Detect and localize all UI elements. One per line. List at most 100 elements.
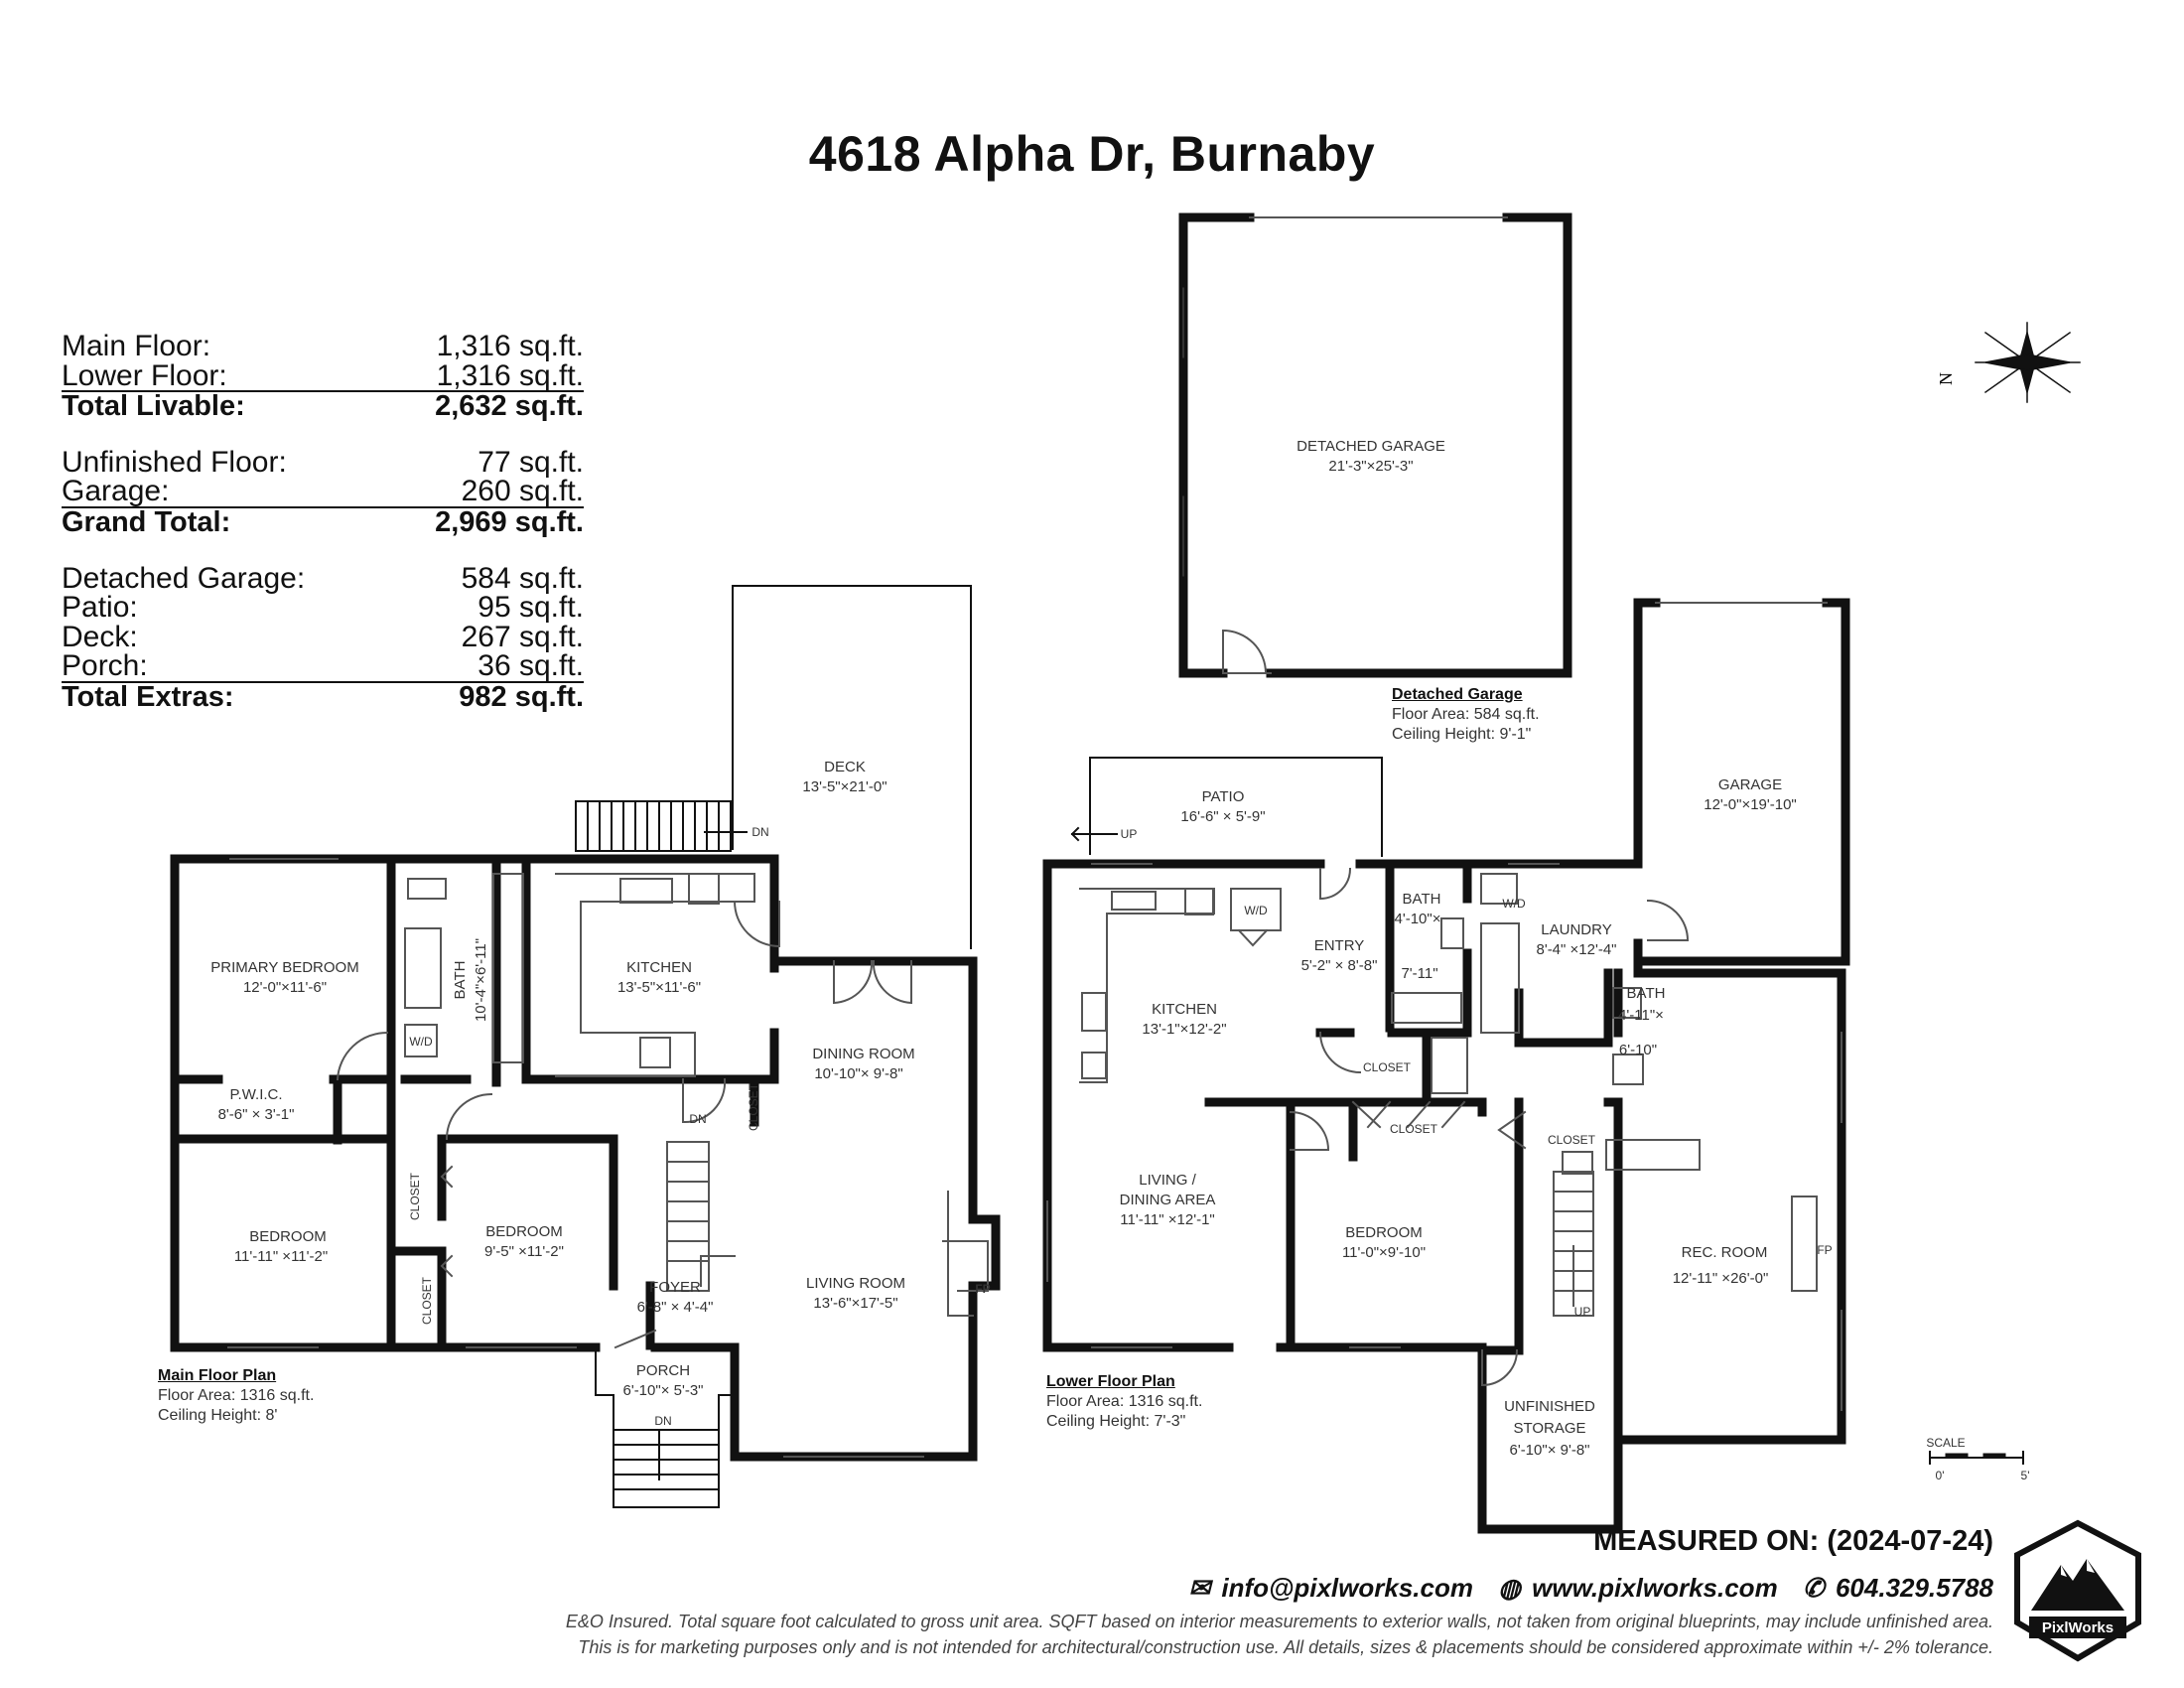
room-dim-kitchen-main: 13'-5"×11'-6" bbox=[617, 979, 701, 996]
area-row: Lower Floor: 1,316 sq.ft. bbox=[62, 358, 584, 393]
door-swing bbox=[1646, 899, 1690, 941]
door-swing bbox=[733, 900, 780, 948]
door-swing bbox=[445, 1092, 493, 1141]
room-dim-bath-lower-1b: 7'-11" bbox=[1401, 965, 1437, 982]
vanity-icon bbox=[492, 873, 524, 1063]
fridge-icon bbox=[1081, 1052, 1107, 1079]
wd-label: W/D bbox=[409, 1035, 433, 1049]
room-name-kitchen-lower: KITCHEN bbox=[1152, 1001, 1217, 1018]
fp-label: FP bbox=[975, 1282, 990, 1296]
phone-icon: ✆ bbox=[1802, 1573, 1825, 1603]
area-label: Grand Total: bbox=[62, 505, 231, 538]
french-door bbox=[833, 959, 912, 1005]
scale-start-label: 0' bbox=[1936, 1469, 1945, 1482]
room-name-deck: DECK bbox=[824, 759, 866, 775]
disclaimer-line-2: This is for marketing purposes only and … bbox=[578, 1637, 1993, 1657]
closet-label: CLOSET bbox=[408, 1172, 422, 1220]
closet-label: CLOSET bbox=[1363, 1060, 1412, 1074]
wd-label: W/D bbox=[1502, 897, 1526, 911]
room-dim-garage: 12'-0"×19'-10" bbox=[1704, 796, 1797, 813]
area-label: Main Floor: bbox=[62, 330, 211, 362]
sink-icon bbox=[1612, 987, 1642, 1019]
area-value: 982 sq.ft. bbox=[459, 680, 584, 713]
area-value: 77 sq.ft. bbox=[478, 445, 584, 479]
closet-label: CLOSET bbox=[1390, 1122, 1438, 1136]
door-swing bbox=[1319, 867, 1352, 901]
area-summary-table: Main Floor:1,316 sq.ft. Lower Floor: 1,31… bbox=[62, 332, 584, 713]
area-label: Lower Floor: bbox=[62, 358, 227, 392]
closet-doors bbox=[1351, 1100, 1466, 1129]
bathtub-icon bbox=[1391, 992, 1462, 1024]
area-row: Unfinished Floor: 77 sq.ft. bbox=[62, 445, 584, 479]
room-name-detached-garage: DETACHED GARAGE bbox=[1297, 438, 1445, 455]
area-label: Total Extras: bbox=[62, 680, 234, 713]
contact-info: ✉ info@pixlworks.com ◍ www.pixlworks.com… bbox=[1092, 1573, 1993, 1604]
area-value: 260 sq.ft. bbox=[461, 475, 584, 508]
room-dim-laundry: 8'-4" ×12'-4" bbox=[1536, 941, 1616, 958]
room-dim-primary-bedroom: 12'-0"×11'-6" bbox=[243, 979, 327, 996]
area-row: Garage: 260 sq.ft. bbox=[62, 477, 584, 508]
contact-email[interactable]: info@pixlworks.com bbox=[1221, 1573, 1473, 1603]
area-label: Detached Garage: bbox=[62, 561, 306, 595]
toilet-icon bbox=[1440, 917, 1464, 949]
area-row: Patio: 95 sq.ft. bbox=[62, 593, 584, 623]
scale-bar bbox=[1929, 1451, 2024, 1465]
room-name-patio: PATIO bbox=[1202, 788, 1245, 805]
sink-icon bbox=[1562, 1151, 1593, 1175]
contact-website[interactable]: www.pixlworks.com bbox=[1532, 1573, 1778, 1603]
door-swing bbox=[1289, 1110, 1330, 1151]
area-value: 584 sq.ft. bbox=[461, 561, 584, 595]
area-label: Garage: bbox=[62, 475, 170, 508]
door-swing bbox=[1481, 1348, 1519, 1387]
stove-icon bbox=[688, 873, 720, 905]
area-row: Detached Garage: 584 sq.ft. bbox=[62, 561, 584, 595]
room-name-storage-1: UNFINISHED bbox=[1504, 1398, 1595, 1415]
up-label: UP bbox=[1121, 827, 1138, 841]
toilet-icon bbox=[1612, 1054, 1644, 1085]
area-value: 1,316 sq.ft. bbox=[436, 358, 584, 392]
door-swing bbox=[682, 1077, 727, 1124]
area-label: Unfinished Floor: bbox=[62, 445, 287, 479]
deck-outline bbox=[732, 585, 972, 949]
caption-title: Lower Floor Plan bbox=[1046, 1373, 1175, 1390]
room-name-rec-room: REC. ROOM bbox=[1682, 1244, 1768, 1261]
closet-label: CLOSET bbox=[420, 1276, 434, 1325]
room-name-bedroom-lower: BEDROOM bbox=[1345, 1224, 1423, 1241]
area-total-row: Grand Total: 2,969 sq.ft. bbox=[62, 505, 584, 538]
scale-end-label: 5' bbox=[2021, 1469, 2030, 1482]
scale-label: SCALE bbox=[1926, 1436, 1965, 1450]
area-label: Deck: bbox=[62, 620, 138, 653]
room-name-bath-main: BATH bbox=[452, 961, 469, 1000]
closet-label: CLOSET bbox=[747, 1082, 760, 1131]
room-dim-porch: 6'-10"× 5'-3" bbox=[622, 1382, 703, 1399]
globe-icon: ◍ bbox=[1498, 1573, 1521, 1603]
lower-floor-caption: Lower Floor Plan Floor Area: 1316 sq.ft.… bbox=[1046, 1372, 1202, 1432]
main-stairs bbox=[666, 1141, 710, 1292]
area-value: 2,969 sq.ft. bbox=[435, 505, 584, 538]
area-label: Patio: bbox=[62, 591, 138, 625]
area-row: Porch:36 sq.ft. bbox=[62, 651, 584, 683]
room-dim-bath-lower-2b: 6'-10" bbox=[1619, 1042, 1657, 1058]
sink-icon bbox=[619, 878, 673, 904]
room-name-bath-lower-1: BATH bbox=[1403, 891, 1441, 908]
dn-label: DN bbox=[654, 1414, 671, 1428]
north-arrow-icon bbox=[1975, 322, 2081, 403]
deck-stairs bbox=[575, 800, 748, 852]
room-name-garage: GARAGE bbox=[1718, 776, 1782, 793]
door-swing bbox=[1222, 629, 1268, 675]
washer-dryer-icon bbox=[1480, 873, 1518, 905]
caption-title: Detached Garage bbox=[1392, 686, 1523, 703]
area-row: Main Floor:1,316 sq.ft. bbox=[62, 332, 584, 361]
toilet-icon bbox=[407, 878, 447, 900]
room-dim-bedroom-2: 9'-5" ×11'-2" bbox=[484, 1243, 564, 1260]
caption-floor-area: Floor Area: 1316 sq.ft. bbox=[1046, 1393, 1203, 1410]
room-dim-storage: 6'-10"× 9'-8" bbox=[1509, 1442, 1589, 1459]
room-dim-rec-room: 12'-11" ×26'-0" bbox=[1673, 1270, 1769, 1287]
contact-phone[interactable]: 604.329.5788 bbox=[1835, 1573, 1993, 1603]
measured-on: MEASURED ON: (2024-07-24) bbox=[1593, 1525, 1993, 1557]
area-value: 95 sq.ft. bbox=[478, 591, 584, 625]
main-floor-walls bbox=[170, 854, 1001, 1462]
room-dim-pwic: 8'-6" × 3'-1" bbox=[218, 1106, 295, 1123]
disclaimer-line-1: E&O Insured. Total square foot calculate… bbox=[565, 1612, 1993, 1631]
